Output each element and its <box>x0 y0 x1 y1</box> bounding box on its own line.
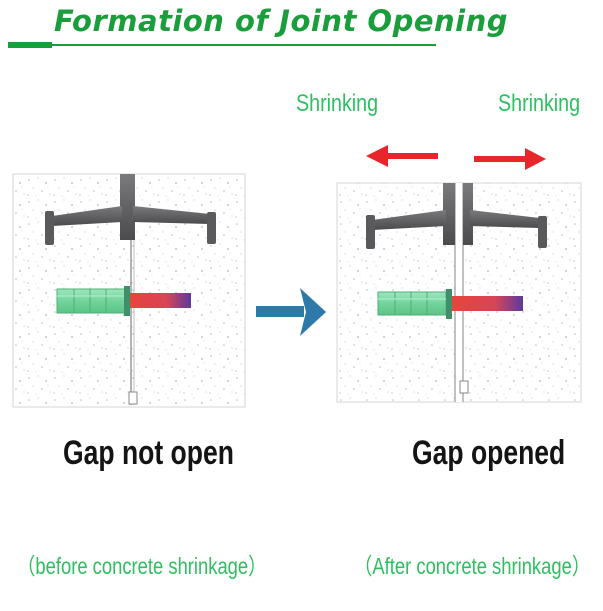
left-caption: Gap not open <box>63 434 234 472</box>
title-underline <box>52 44 436 46</box>
transition-arrow-icon <box>256 288 326 336</box>
right-note: （After concrete shrinkage） <box>354 553 591 579</box>
left-anchor <box>45 174 216 245</box>
right-panel <box>336 182 582 403</box>
left-dowel-assembly <box>56 286 191 316</box>
right-dowel-bar <box>452 296 523 311</box>
page-title: Formation of Joint Opening <box>54 4 509 38</box>
title-accent-bar <box>8 42 52 48</box>
left-note: （before concrete shrinkage） <box>17 553 267 579</box>
arrow-right-icon <box>474 148 546 170</box>
arrow-left-icon <box>366 145 438 167</box>
left-panel <box>12 173 246 408</box>
right-anchor <box>366 183 547 249</box>
left-dowel-bar <box>130 293 191 308</box>
right-dowel-assembly <box>377 289 523 319</box>
shrinking-label-left: Shrinking <box>296 90 379 117</box>
right-dowel-sleeve <box>377 291 447 316</box>
right-joint-gap <box>455 183 463 402</box>
shrinking-label-right: Shrinking <box>498 90 581 117</box>
left-dowel-sleeve <box>56 288 128 314</box>
right-caption: Gap opened <box>412 434 566 472</box>
